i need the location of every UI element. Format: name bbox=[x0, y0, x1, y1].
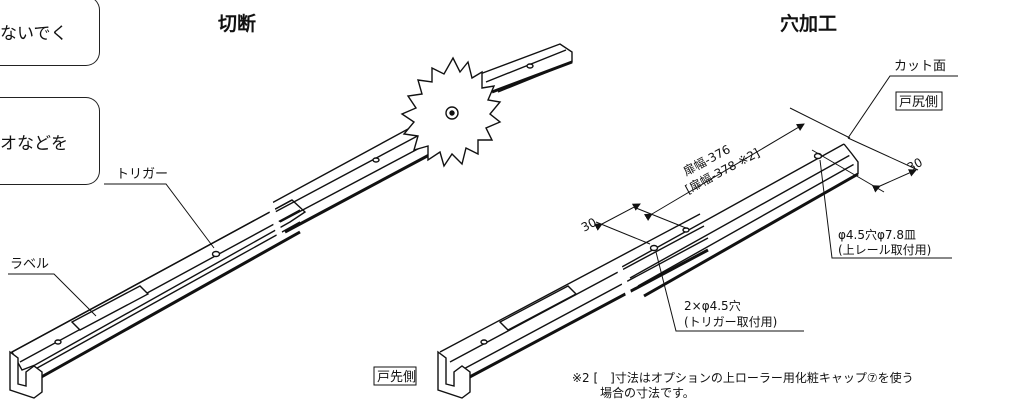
hole-upper-line1: φ4.5穴φ7.8皿 bbox=[838, 227, 916, 242]
callout-text-top: ないでく bbox=[0, 23, 68, 44]
callout-box-top: ないでく bbox=[0, 0, 100, 66]
rail-right bbox=[437, 143, 859, 399]
tosaki-box bbox=[373, 366, 417, 386]
hole-upper-line2: (上レール取付用) bbox=[838, 243, 931, 257]
callout-text-middle: オなどを bbox=[0, 133, 68, 154]
hole-trigger-leader bbox=[655, 251, 804, 332]
tosaki-label: 戸先側 bbox=[377, 370, 416, 385]
drill-section-title: 穴加工 bbox=[780, 12, 837, 35]
cut-section-title: 切断 bbox=[218, 12, 256, 35]
callout-box-middle: オなどを bbox=[0, 97, 100, 185]
cut-face-label: カット面 bbox=[894, 59, 946, 74]
label-label: ラベル bbox=[10, 257, 49, 272]
tojiri-box bbox=[895, 91, 943, 111]
hole-trigger-line2: (トリガー取付用) bbox=[684, 315, 777, 329]
label-leader bbox=[8, 273, 97, 317]
trigger-leader bbox=[104, 183, 215, 249]
cut-face-leader bbox=[847, 75, 958, 139]
footnote-line2: 場合の寸法です。 bbox=[600, 385, 695, 399]
trigger-label: トリガー bbox=[116, 167, 168, 182]
dim-30-right: 30 bbox=[905, 155, 925, 175]
hole-trigger-line1: 2×φ4.5穴 bbox=[684, 298, 741, 313]
hole-upper-leader bbox=[819, 159, 952, 259]
dimension-lines bbox=[593, 107, 919, 245]
rail-right-break bbox=[615, 263, 635, 305]
tojiri-label: 戸尻側 bbox=[899, 95, 938, 110]
saw-blade bbox=[400, 56, 502, 168]
rail-left bbox=[9, 43, 573, 399]
dim-30-left: 30 bbox=[579, 215, 599, 235]
rail-left-break bbox=[265, 195, 283, 237]
footnote-line1: ※2 [ ]寸法はオプションの上ローラー用化粧キャップ⑦を使う bbox=[572, 370, 914, 385]
